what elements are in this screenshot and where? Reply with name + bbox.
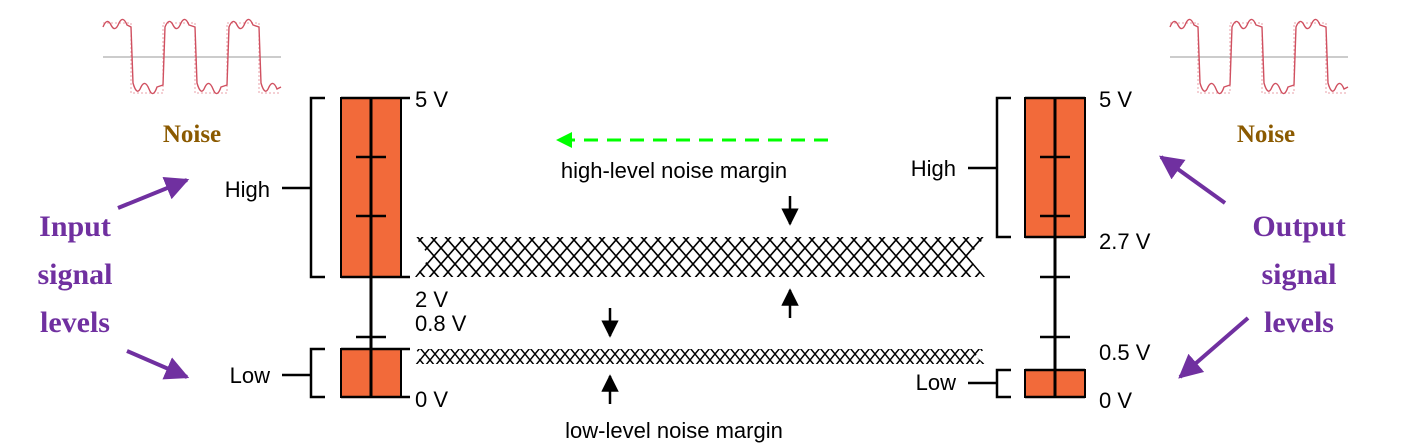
purple-arrow-icon [1178,316,1250,379]
output-5v-label: 5 V [1099,87,1132,112]
purple-arrow-icon [1159,155,1227,205]
high-noise-margin-band [415,237,985,277]
input-level-bar [282,96,410,399]
purple-arrow-icon [126,349,190,380]
high-noise-margin-label: high-level noise margin [561,158,787,183]
output-0v-label: 0 V [1099,388,1132,413]
output-high-label: High [911,156,956,181]
input-title-line-2: signal [37,258,112,291]
output-title-line-1: Output [1252,210,1345,243]
noisy-square-wave-icon [102,18,282,95]
output-signal-levels-title: Output signal levels [1252,210,1345,339]
input-title-line-3: levels [40,306,110,339]
noise-label-left: Noise [163,121,221,148]
output-title-line-3: levels [1264,306,1334,339]
input-0v-label: 0 V [415,387,448,412]
output-27v-label: 2.7 V [1099,229,1151,254]
low-noise-margin-band [415,349,985,364]
output-low-bracket [995,368,1011,399]
noise-waveform-right [1169,18,1349,95]
noisy-square-wave-icon [1169,18,1349,95]
input-5v-label: 5 V [415,87,448,112]
output-ticks [1025,96,1085,399]
noise-label-right: Noise [1237,121,1295,148]
purple-arrow-icon [117,177,190,210]
dashed-left-arrow-icon [556,132,828,148]
input-signal-levels-title: Input signal levels [37,210,112,339]
input-08v-label: 0.8 V [415,311,467,336]
noise-waveform-left [102,18,282,95]
input-high-label: High [225,177,270,202]
input-high-bracket [309,96,325,279]
output-high-bracket [995,96,1011,239]
input-low-label: Low [230,363,270,388]
input-title-line-1: Input [39,210,111,243]
output-05v-label: 0.5 V [1099,340,1151,365]
input-2v-label: 2 V [415,287,448,312]
input-low-bracket [309,347,325,399]
output-title-line-2: signal [1261,258,1336,291]
low-noise-margin-label: low-level noise margin [565,418,783,443]
input-ticks [341,96,410,399]
output-low-label: Low [916,370,956,395]
output-level-bar [968,96,1086,399]
